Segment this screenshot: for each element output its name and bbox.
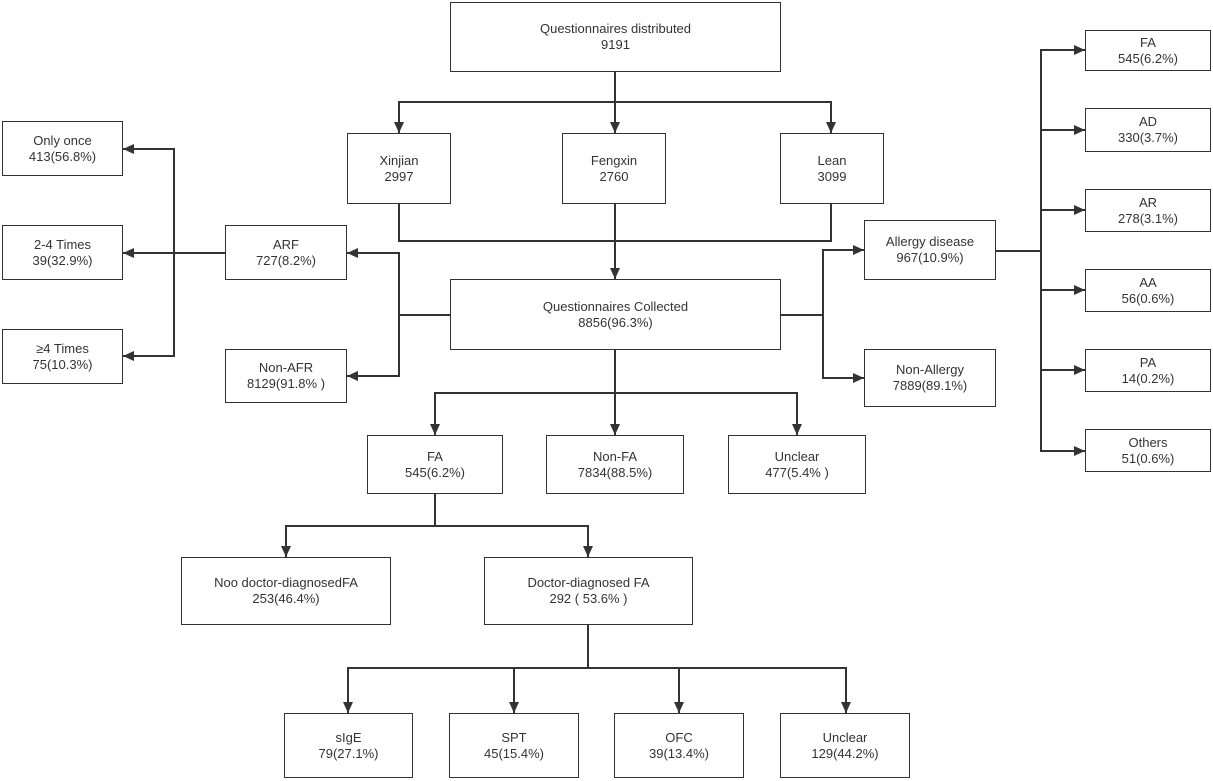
node-allergy-ad: AD 330(3.7%) [1085, 108, 1211, 152]
connector-sites-to-collected [398, 204, 832, 279]
node-value: 545(6.2%) [1118, 50, 1178, 66]
node-value: 413(56.8%) [28, 148, 97, 164]
node-value: 2997 [384, 168, 414, 184]
node-label: Non-Allergy [896, 362, 964, 377]
node-non-afr: Non-AFR 8129(91.8% ) [225, 349, 347, 403]
node-allergy-others: Others 51(0.6%) [1085, 429, 1211, 472]
node-no-doctor-diagnosed-fa: Noo doctor-diagnosedFA 253(46.4%) [181, 557, 391, 625]
node-value: 545(6.2%) [405, 464, 465, 480]
node-doctor-diagnosed-fa: Doctor-diagnosed FA 292 ( 53.6% ) [484, 557, 693, 625]
node-label: FA [427, 448, 443, 464]
node-non-fa: Non-FA 7834(88.5%) [546, 435, 684, 494]
node-label: OFC [665, 729, 693, 745]
node-label: 2-4 Times [33, 236, 92, 252]
node-label: Unclear [774, 448, 820, 464]
node-arf: ARF 727(8.2%) [225, 225, 347, 280]
node-value: 967(10.9%) [896, 250, 964, 265]
node-value: 79(27.1%) [318, 745, 379, 761]
node-fengxin: Fengxin 2760 [562, 133, 666, 204]
node-only-once: Only once 413(56.8%) [2, 121, 123, 176]
node-value: 14(0.2%) [1121, 370, 1175, 386]
node-value: 56(0.6%) [1121, 290, 1175, 306]
node-value: 8129(91.8% ) [246, 376, 326, 391]
node-label: FA [1140, 34, 1156, 50]
node-label: sIgE [335, 729, 362, 745]
node-sige: sIgE 79(27.1%) [284, 713, 413, 778]
connector-allergy-to-types [996, 45, 1085, 456]
node-value: 75(10.3%) [32, 356, 93, 372]
node-non-allergy: Non-Allergy 7889(89.1%) [864, 349, 996, 407]
connector-doctor-to-methods [343, 625, 851, 713]
connector-collected-to-arf [347, 248, 450, 381]
connector-collected-to-allergy [781, 245, 864, 383]
node-unclear-diagnosis: Unclear 129(44.2%) [780, 713, 910, 778]
node-allergy-disease: Allergy disease 967(10.9%) [864, 220, 996, 280]
node-allergy-pa: PA 14(0.2%) [1085, 349, 1211, 392]
node-value: 8856(96.3%) [578, 314, 653, 330]
node-value: 39(32.9%) [32, 252, 93, 268]
node-questionnaires-distributed: Questionnaires distributed 9191 [450, 2, 781, 72]
node-value: 7889(89.1%) [892, 378, 968, 393]
node-value: 9191 [601, 37, 630, 52]
node-value: 51(0.6%) [1121, 450, 1175, 466]
node-label: Non-FA [592, 448, 638, 464]
connector-fa-to-diagnosis [281, 494, 593, 557]
node-label: Only once [33, 132, 92, 148]
node-label: Xinjian [379, 152, 419, 168]
node-value: 45(15.4%) [484, 745, 544, 761]
connector-collected-to-fa-status [430, 350, 802, 435]
node-allergy-aa: AA 56(0.6%) [1085, 269, 1211, 312]
node-unclear: Unclear 477(5.4% ) [728, 435, 866, 494]
node-value: 39(13.4%) [649, 745, 709, 761]
node-label: Questionnaires distributed [539, 21, 692, 36]
node-four-plus-times: ≥4 Times 75(10.3%) [2, 329, 123, 384]
node-questionnaires-collected: Questionnaires Collected 8856(96.3%) [450, 279, 781, 350]
node-label: ≥4 Times [36, 340, 89, 356]
node-value: 727(8.2%) [256, 252, 316, 268]
node-label: Doctor-diagnosed FA [527, 575, 650, 590]
node-label: Questionnaires Collected [542, 298, 689, 314]
node-label: Noo doctor-diagnosedFA [214, 575, 358, 590]
node-label: Fengxin [590, 152, 638, 168]
node-ofc: OFC 39(13.4%) [614, 713, 744, 778]
node-allergy-fa: FA 545(6.2%) [1085, 30, 1211, 71]
node-label: Allergy disease [885, 234, 975, 249]
node-fa: FA 545(6.2%) [367, 435, 503, 494]
node-value: 292 ( 53.6% ) [549, 591, 628, 606]
node-two-four-times: 2-4 Times 39(32.9%) [2, 225, 123, 280]
node-value: 129(44.2%) [811, 745, 879, 761]
node-value: 253(46.4%) [252, 591, 320, 606]
node-value: 330(3.7%) [1118, 130, 1178, 145]
node-spt: SPT 45(15.4%) [449, 713, 579, 778]
node-value: 278(3.1%) [1118, 210, 1178, 226]
node-label: Others [1128, 434, 1168, 450]
node-value: 477(5.4% ) [765, 464, 829, 480]
node-value: 7834(88.5%) [577, 464, 653, 480]
node-allergy-ar: AR 278(3.1%) [1085, 189, 1211, 232]
node-label: Lean [817, 152, 847, 168]
node-label: ARF [273, 236, 299, 252]
node-label: Unclear [822, 729, 868, 745]
node-value: 2760 [599, 168, 629, 184]
node-label: AA [1139, 274, 1157, 290]
node-value: 3099 [817, 168, 847, 184]
node-label: Non-AFR [258, 360, 314, 375]
node-label: AD [1138, 114, 1158, 129]
node-label: AR [1138, 194, 1158, 210]
node-lean: Lean 3099 [780, 133, 884, 204]
node-label: PA [1139, 354, 1157, 370]
connector-distributed-to-sites [394, 72, 836, 133]
node-label: SPT [501, 729, 527, 745]
connector-arf-to-frequency [123, 144, 225, 361]
node-xinjian: Xinjian 2997 [347, 133, 451, 204]
